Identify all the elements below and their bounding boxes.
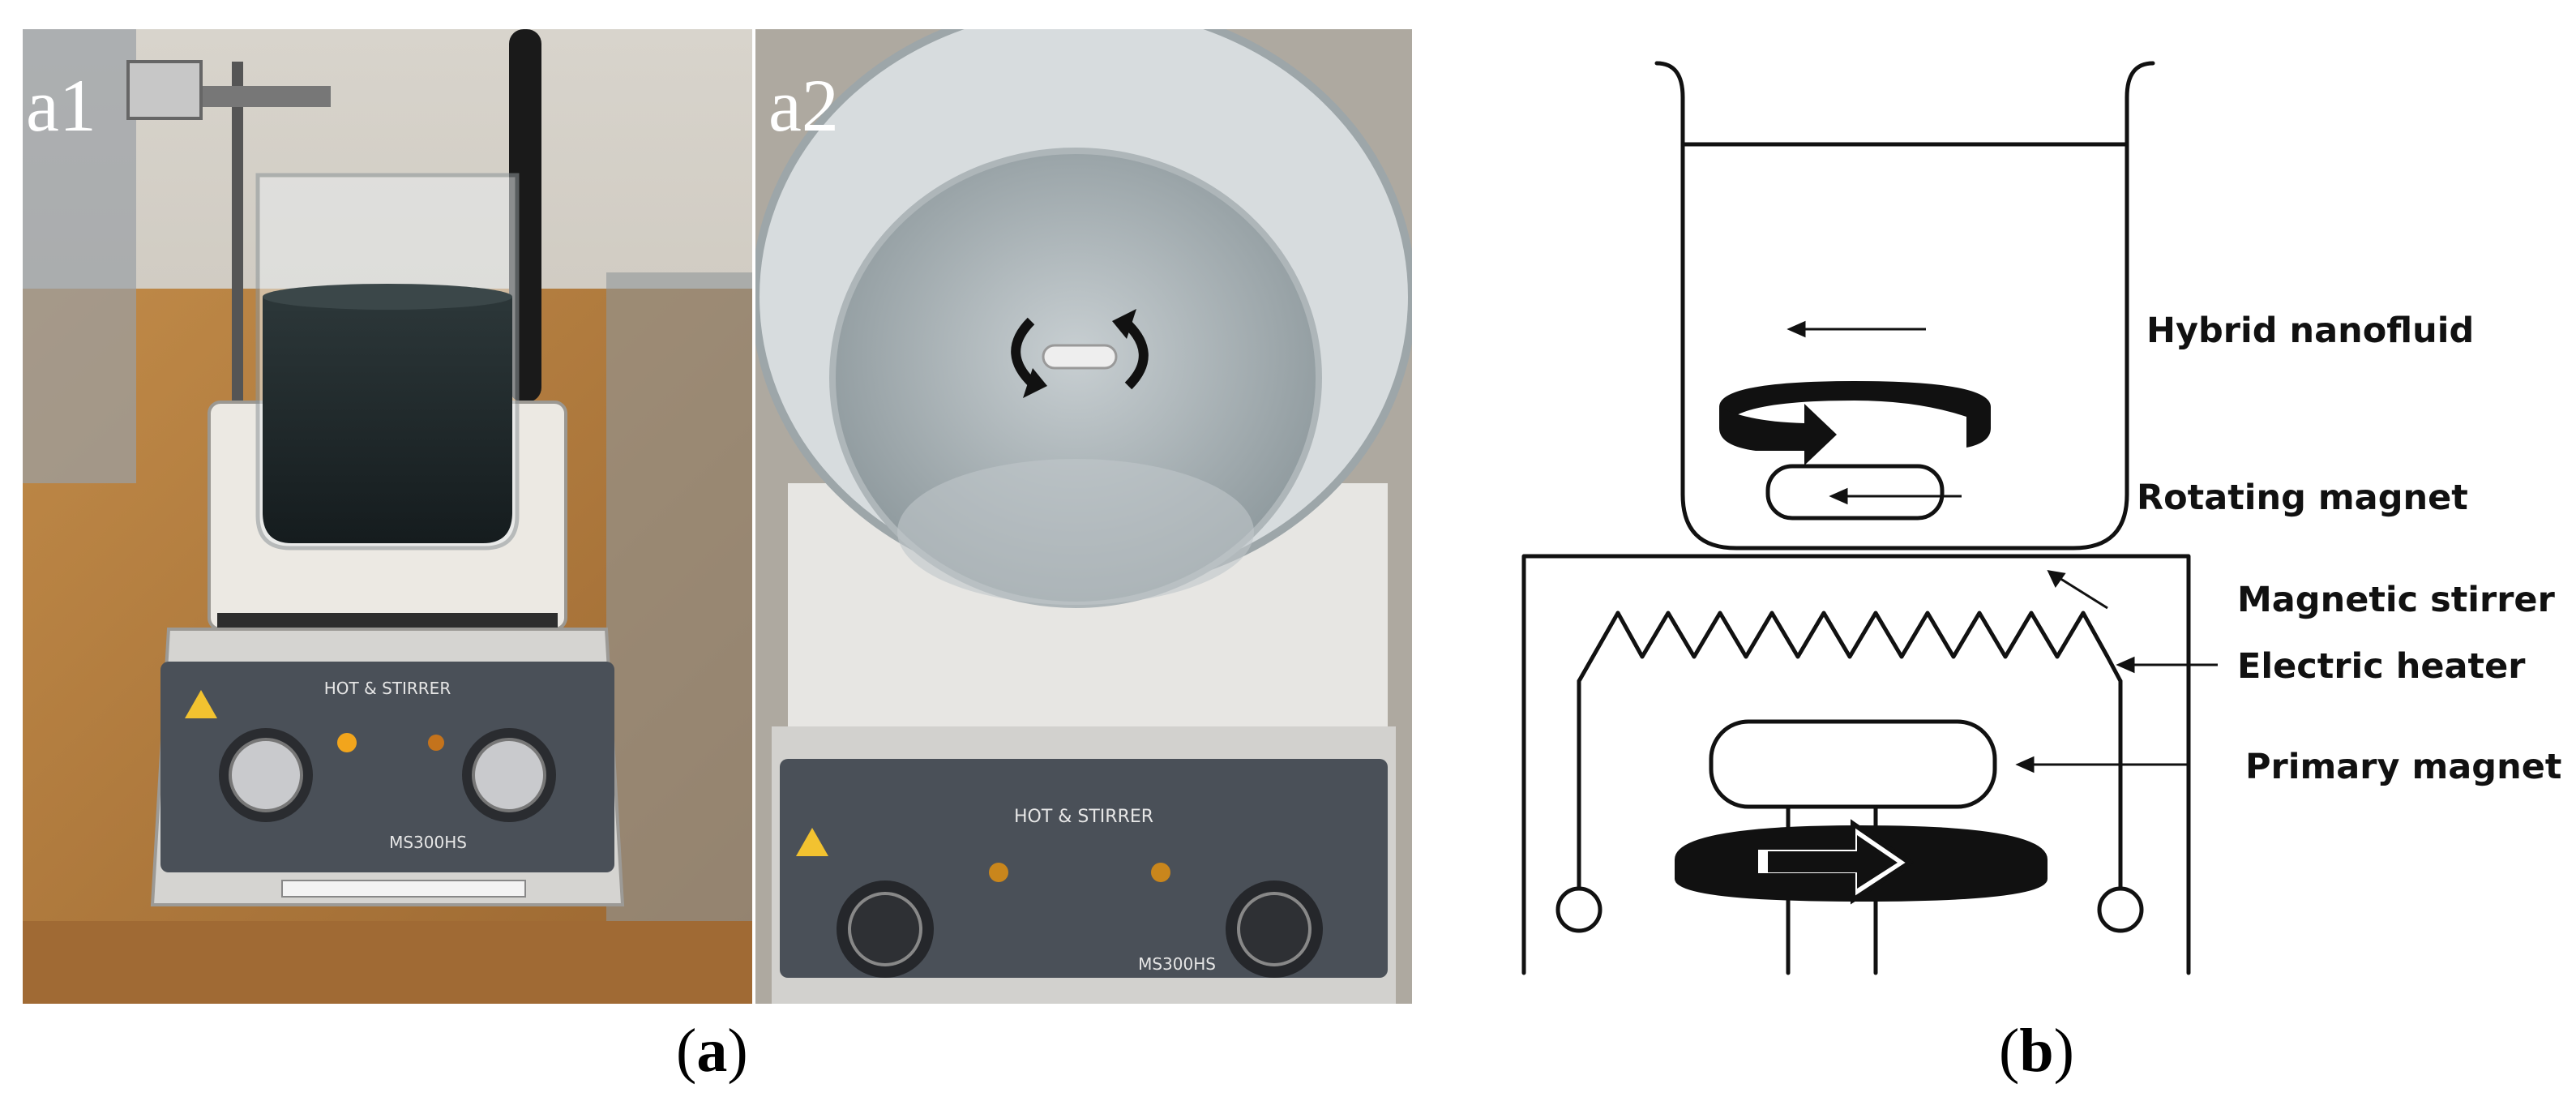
a2-brand-title: HOT & STIRRER [1014,807,1153,827]
caption-a: (a) [676,1020,748,1082]
label-magnetic-stirrer: Magnetic stirrer [2237,580,2556,620]
caption-a-close: ) [727,1017,748,1085]
caption-a-open: ( [676,1017,697,1085]
photo-a1-illustration: HOT & STIRRER MS300HS [23,29,752,1004]
heater-terminal-right [2097,886,2144,933]
rotating-magnet [1765,464,1945,521]
caption-b-letter: b [2019,1017,2054,1085]
panel-tag-a1: a1 [26,64,96,147]
photo-a2-illustration: HOT & STIRRER MS300HS [755,29,1412,1004]
heater-terminal-left [1555,886,1603,933]
photo-a2: HOT & STIRRER MS300HS [755,29,1412,1004]
caption-b-close: ) [2053,1017,2074,1085]
fluid-rotation-arrow [1719,381,1991,465]
label-primary-magnet: Primary magnet [2245,747,2561,787]
photo-a1: HOT & STIRRER MS300HS [23,29,752,1004]
panel-tag-a2: a2 [768,64,839,147]
label-hybrid-nanofluid: Hybrid nanofluid [2146,311,2474,351]
primary-rotation-arrow [1675,819,2048,905]
leader-magnetic-stirrer [2055,574,2108,610]
a1-brand-title: HOT & STIRRER [324,679,451,698]
a1-model: MS300HS [389,833,467,852]
caption-b: (b) [1999,1020,2074,1082]
a2-model: MS300HS [1138,954,1216,974]
label-rotating-magnet: Rotating magnet [2137,478,2468,518]
beaker-outline [1654,61,2155,551]
stirrer-schematic: Hybrid nanofluid Rotating magnet Magneti… [1521,61,2561,975]
primary-magnet [1709,719,1997,809]
caption-a-letter: a [696,1017,728,1085]
caption-b-open: ( [1999,1017,2020,1085]
electric-heater-coil [1615,611,2110,659]
label-electric-heater: Electric heater [2237,646,2526,687]
